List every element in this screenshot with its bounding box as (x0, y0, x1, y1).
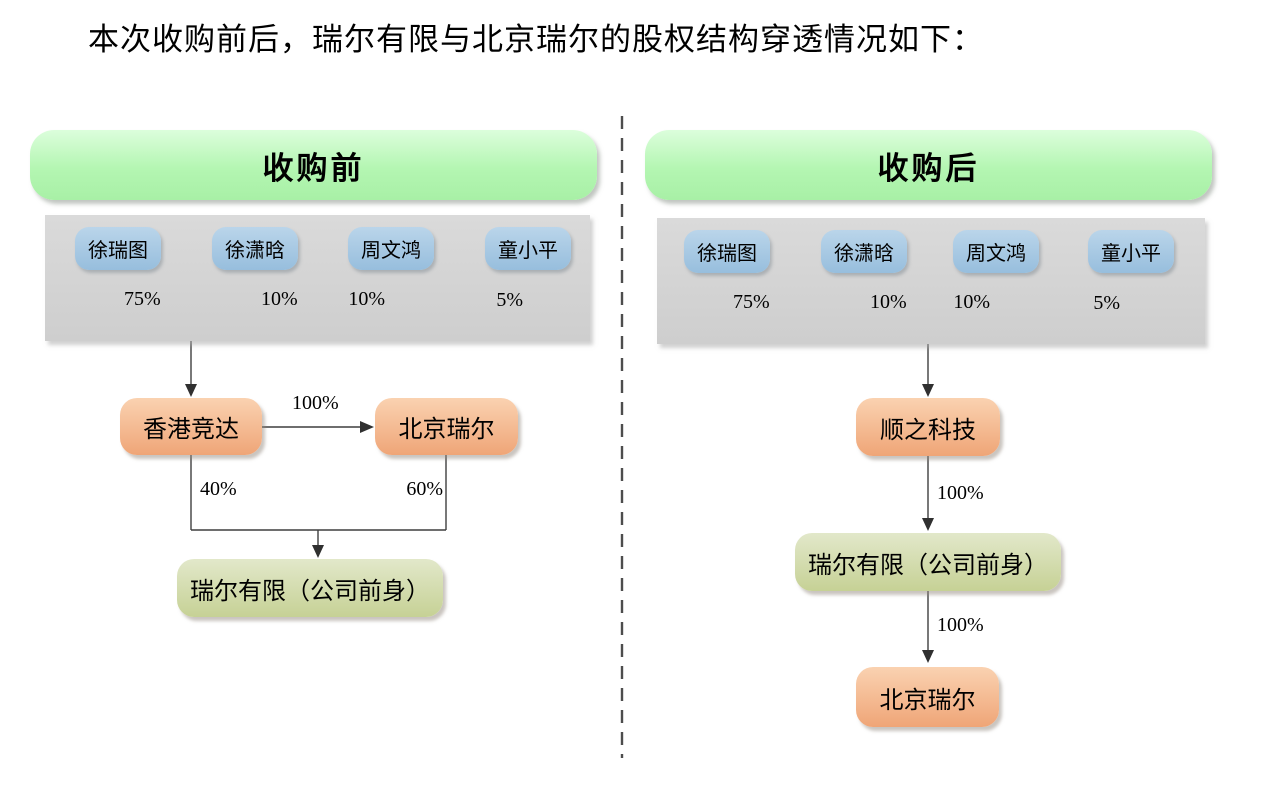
ownership-pct-label: 10% (261, 288, 298, 310)
ownership-pct-label: 5% (496, 289, 523, 311)
company-name: 瑞尔有限（公司前身） (808, 552, 1048, 579)
shareholder-box: 徐潇晗 (821, 230, 907, 273)
shareholder-name: 徐潇晗 (225, 240, 285, 262)
shareholder-box: 周文鸿 (348, 227, 434, 270)
panel-after-header: 收购后 (645, 130, 1212, 200)
shareholder-name: 徐潇晗 (834, 243, 894, 265)
ownership-pct-label: 100% (292, 392, 339, 414)
ownership-pct-label: 10% (870, 291, 907, 313)
ruier-limited-node-after: 瑞尔有限（公司前身） (795, 533, 1061, 591)
company-name: 北京瑞尔 (879, 687, 976, 714)
shareholder-box: 徐瑞图 (75, 227, 161, 270)
arrowhead-right-icon (360, 421, 374, 433)
ownership-pct-label: 75% (733, 291, 770, 313)
shareholder-box: 周文鸿 (953, 230, 1039, 273)
ownership-pct-label: 75% (124, 288, 161, 310)
ownership-pct-label: 100% (937, 482, 984, 504)
shareholder-box: 童小平 (1088, 230, 1174, 273)
shareholder-box: 徐潇晗 (212, 227, 298, 270)
beijing-ruier-node-before: 北京瑞尔 (375, 398, 518, 455)
page-title: 本次收购前后，瑞尔有限与北京瑞尔的股权结构穿透情况如下： (88, 22, 984, 57)
company-name: 顺之科技 (880, 417, 976, 444)
shareholder-name: 周文鸿 (361, 240, 421, 262)
beijing-ruier-node-after: 北京瑞尔 (856, 667, 999, 727)
company-name: 北京瑞尔 (398, 417, 495, 443)
panel-before-header-label: 收购前 (262, 150, 365, 186)
ownership-pct-label: 10% (953, 291, 990, 313)
shareholder-box: 童小平 (485, 227, 571, 270)
shareholder-name: 童小平 (1101, 243, 1161, 265)
company-name: 瑞尔有限（公司前身） (190, 578, 430, 605)
arrowhead-down-icon (185, 384, 197, 397)
panel-after-header-label: 收购后 (877, 150, 980, 186)
ownership-pct-label: 40% (200, 478, 237, 500)
arrowhead-down-icon (922, 384, 934, 397)
arrowhead-down-icon (312, 545, 324, 558)
shareholder-name: 童小平 (498, 240, 558, 262)
shareholder-box: 徐瑞图 (684, 230, 770, 273)
shareholder-name: 徐瑞图 (697, 243, 757, 265)
ruier-limited-node-before: 瑞尔有限（公司前身） (177, 559, 443, 617)
arrowhead-down-icon (922, 518, 934, 531)
company-name: 香港竞达 (143, 417, 239, 443)
panel-before-header: 收购前 (30, 130, 597, 200)
ownership-pct-label: 10% (348, 288, 385, 310)
ownership-pct-label: 5% (1093, 292, 1120, 314)
arrowhead-down-icon (922, 650, 934, 663)
shunzhi-tech-node: 顺之科技 (856, 398, 1000, 456)
ownership-pct-label: 100% (937, 614, 984, 636)
shareholder-name: 徐瑞图 (88, 240, 148, 262)
shareholder-name: 周文鸿 (966, 243, 1026, 265)
hongkong-jingda-node: 香港竞达 (120, 398, 262, 455)
ownership-pct-label: 60% (406, 478, 443, 500)
